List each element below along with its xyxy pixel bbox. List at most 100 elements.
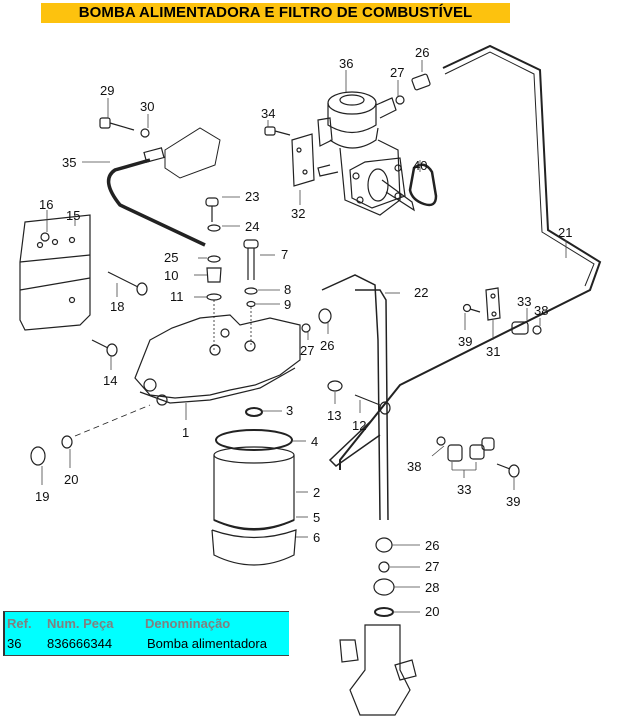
bolt-part-18[interactable] <box>107 271 148 296</box>
callout-32: 32 <box>291 206 305 221</box>
fitting-part-26-mid[interactable] <box>318 308 332 324</box>
nut-part-38-top[interactable] <box>532 325 542 335</box>
callout-7: 7 <box>281 247 288 262</box>
callout-4: 4 <box>311 434 318 449</box>
filter-head-part-1[interactable] <box>134 314 301 399</box>
table-header-row: Ref. Num. Peça Denominação <box>7 614 289 633</box>
seal-ring-part-4[interactable] <box>215 429 293 451</box>
callout-28: 28 <box>425 580 439 595</box>
seal-part-3[interactable] <box>245 407 263 417</box>
cell-part-number: 836666344 <box>47 636 113 651</box>
washer-part-25[interactable] <box>207 255 221 263</box>
washer-part-27-mid[interactable] <box>301 323 311 333</box>
washer-part-13[interactable] <box>327 380 343 392</box>
feed-pump-part-36[interactable] <box>317 91 415 216</box>
washer-part-20-left[interactable] <box>61 435 73 449</box>
header-description: Denominação <box>145 616 231 631</box>
callout-2: 2 <box>313 485 320 500</box>
callout-19: 19 <box>35 489 49 504</box>
callout-21: 21 <box>558 225 572 240</box>
washer-part-27-bottom[interactable] <box>378 561 390 573</box>
callout-26-bottom: 26 <box>425 538 439 553</box>
o-ring-part-40[interactable] <box>408 163 438 207</box>
callout-26: 26 <box>415 45 429 60</box>
screw-part-23[interactable] <box>205 197 219 222</box>
clamp-part-33-top[interactable] <box>511 321 529 335</box>
bolt-part-7[interactable] <box>243 239 259 280</box>
washer-part-20-bottom[interactable] <box>374 607 394 617</box>
callout-10: 10 <box>164 268 178 283</box>
diagram-title: BOMBA ALIMENTADORA E FILTRO DE COMBUSTÍV… <box>41 3 510 23</box>
ring-part-5[interactable] <box>213 519 295 530</box>
callout-20-bottom: 20 <box>425 604 439 619</box>
banjo-bolt-part-29[interactable] <box>99 117 135 131</box>
fitting-part-26-top[interactable] <box>411 73 431 91</box>
callout-39-top: 39 <box>458 334 472 349</box>
fitting-part-26-bottom[interactable] <box>375 537 393 553</box>
callout-29: 29 <box>100 83 114 98</box>
bolt-part-12[interactable] <box>354 394 391 415</box>
callout-26-mid: 26 <box>320 338 334 353</box>
callout-27-mid: 27 <box>300 343 314 358</box>
cell-ref: 36 <box>7 636 22 651</box>
fuel-pipe-part-22[interactable] <box>321 274 389 521</box>
fuel-pipe-part-21[interactable] <box>339 44 602 470</box>
header-ref: Ref. <box>7 616 32 631</box>
callout-33-bottom: 33 <box>457 482 471 497</box>
callout-11: 11 <box>170 289 184 304</box>
bolt-part-34[interactable] <box>264 126 291 136</box>
gasket-part-32[interactable] <box>291 133 315 187</box>
callout-13: 13 <box>327 408 341 423</box>
callout-30: 30 <box>140 99 154 114</box>
callout-15: 15 <box>66 208 80 223</box>
callout-34: 34 <box>261 106 275 121</box>
flex-hose-part-35[interactable] <box>106 158 206 247</box>
fitting-part-10[interactable] <box>206 267 222 283</box>
callout-27-bottom: 27 <box>425 559 439 574</box>
callout-25: 25 <box>164 250 178 265</box>
bowl-part-6[interactable] <box>211 529 297 566</box>
screw-part-39-bottom[interactable] <box>496 463 520 478</box>
parts-info-table: Ref. Num. Peça Denominação 36 836666344 … <box>3 611 289 656</box>
callout-16: 16 <box>39 197 53 212</box>
callout-9: 9 <box>284 297 291 312</box>
callout-35: 35 <box>62 155 76 170</box>
callout-20-left: 20 <box>64 472 78 487</box>
callout-24: 24 <box>245 219 259 234</box>
bracket-part-15[interactable] <box>19 214 91 331</box>
callout-39-bottom: 39 <box>506 494 520 509</box>
callout-12: 12 <box>352 418 366 433</box>
callout-40: 40 <box>413 158 427 173</box>
callout-22: 22 <box>414 285 428 300</box>
nut-part-38-bottom[interactable] <box>436 436 446 446</box>
clamp-part-33-bottom[interactable] <box>447 437 495 462</box>
washer-part-24[interactable] <box>207 224 221 232</box>
callout-18: 18 <box>110 299 124 314</box>
nut-part-16[interactable] <box>40 232 50 242</box>
plug-part-19[interactable] <box>30 446 46 466</box>
callout-8: 8 <box>284 282 291 297</box>
clip-bracket-part-31[interactable] <box>485 287 501 321</box>
callout-6: 6 <box>313 530 320 545</box>
callout-31: 31 <box>486 344 500 359</box>
filter-cartridge-part-2[interactable] <box>213 446 295 531</box>
washer-part-11[interactable] <box>206 293 222 301</box>
callout-23: 23 <box>245 189 259 204</box>
seal-part-9[interactable] <box>246 300 256 308</box>
callout-1: 1 <box>182 425 189 440</box>
screw-part-39-top[interactable] <box>462 303 481 313</box>
fitting-part-28[interactable] <box>373 578 395 596</box>
callout-38-top: 38 <box>534 303 548 318</box>
callout-5: 5 <box>313 510 320 525</box>
callout-36: 36 <box>339 56 353 71</box>
washer-part-30[interactable] <box>140 128 150 138</box>
callout-27: 27 <box>390 65 404 80</box>
table-row[interactable]: 36 836666344 Bomba alimentadora <box>7 634 289 653</box>
washer-part-27-top[interactable] <box>395 95 405 105</box>
cell-description: Bomba alimentadora <box>147 636 267 651</box>
injection-pump-body <box>349 624 411 716</box>
bolt-part-14[interactable] <box>91 339 118 357</box>
callout-38-bottom: 38 <box>407 459 421 474</box>
washer-part-8[interactable] <box>244 287 258 295</box>
